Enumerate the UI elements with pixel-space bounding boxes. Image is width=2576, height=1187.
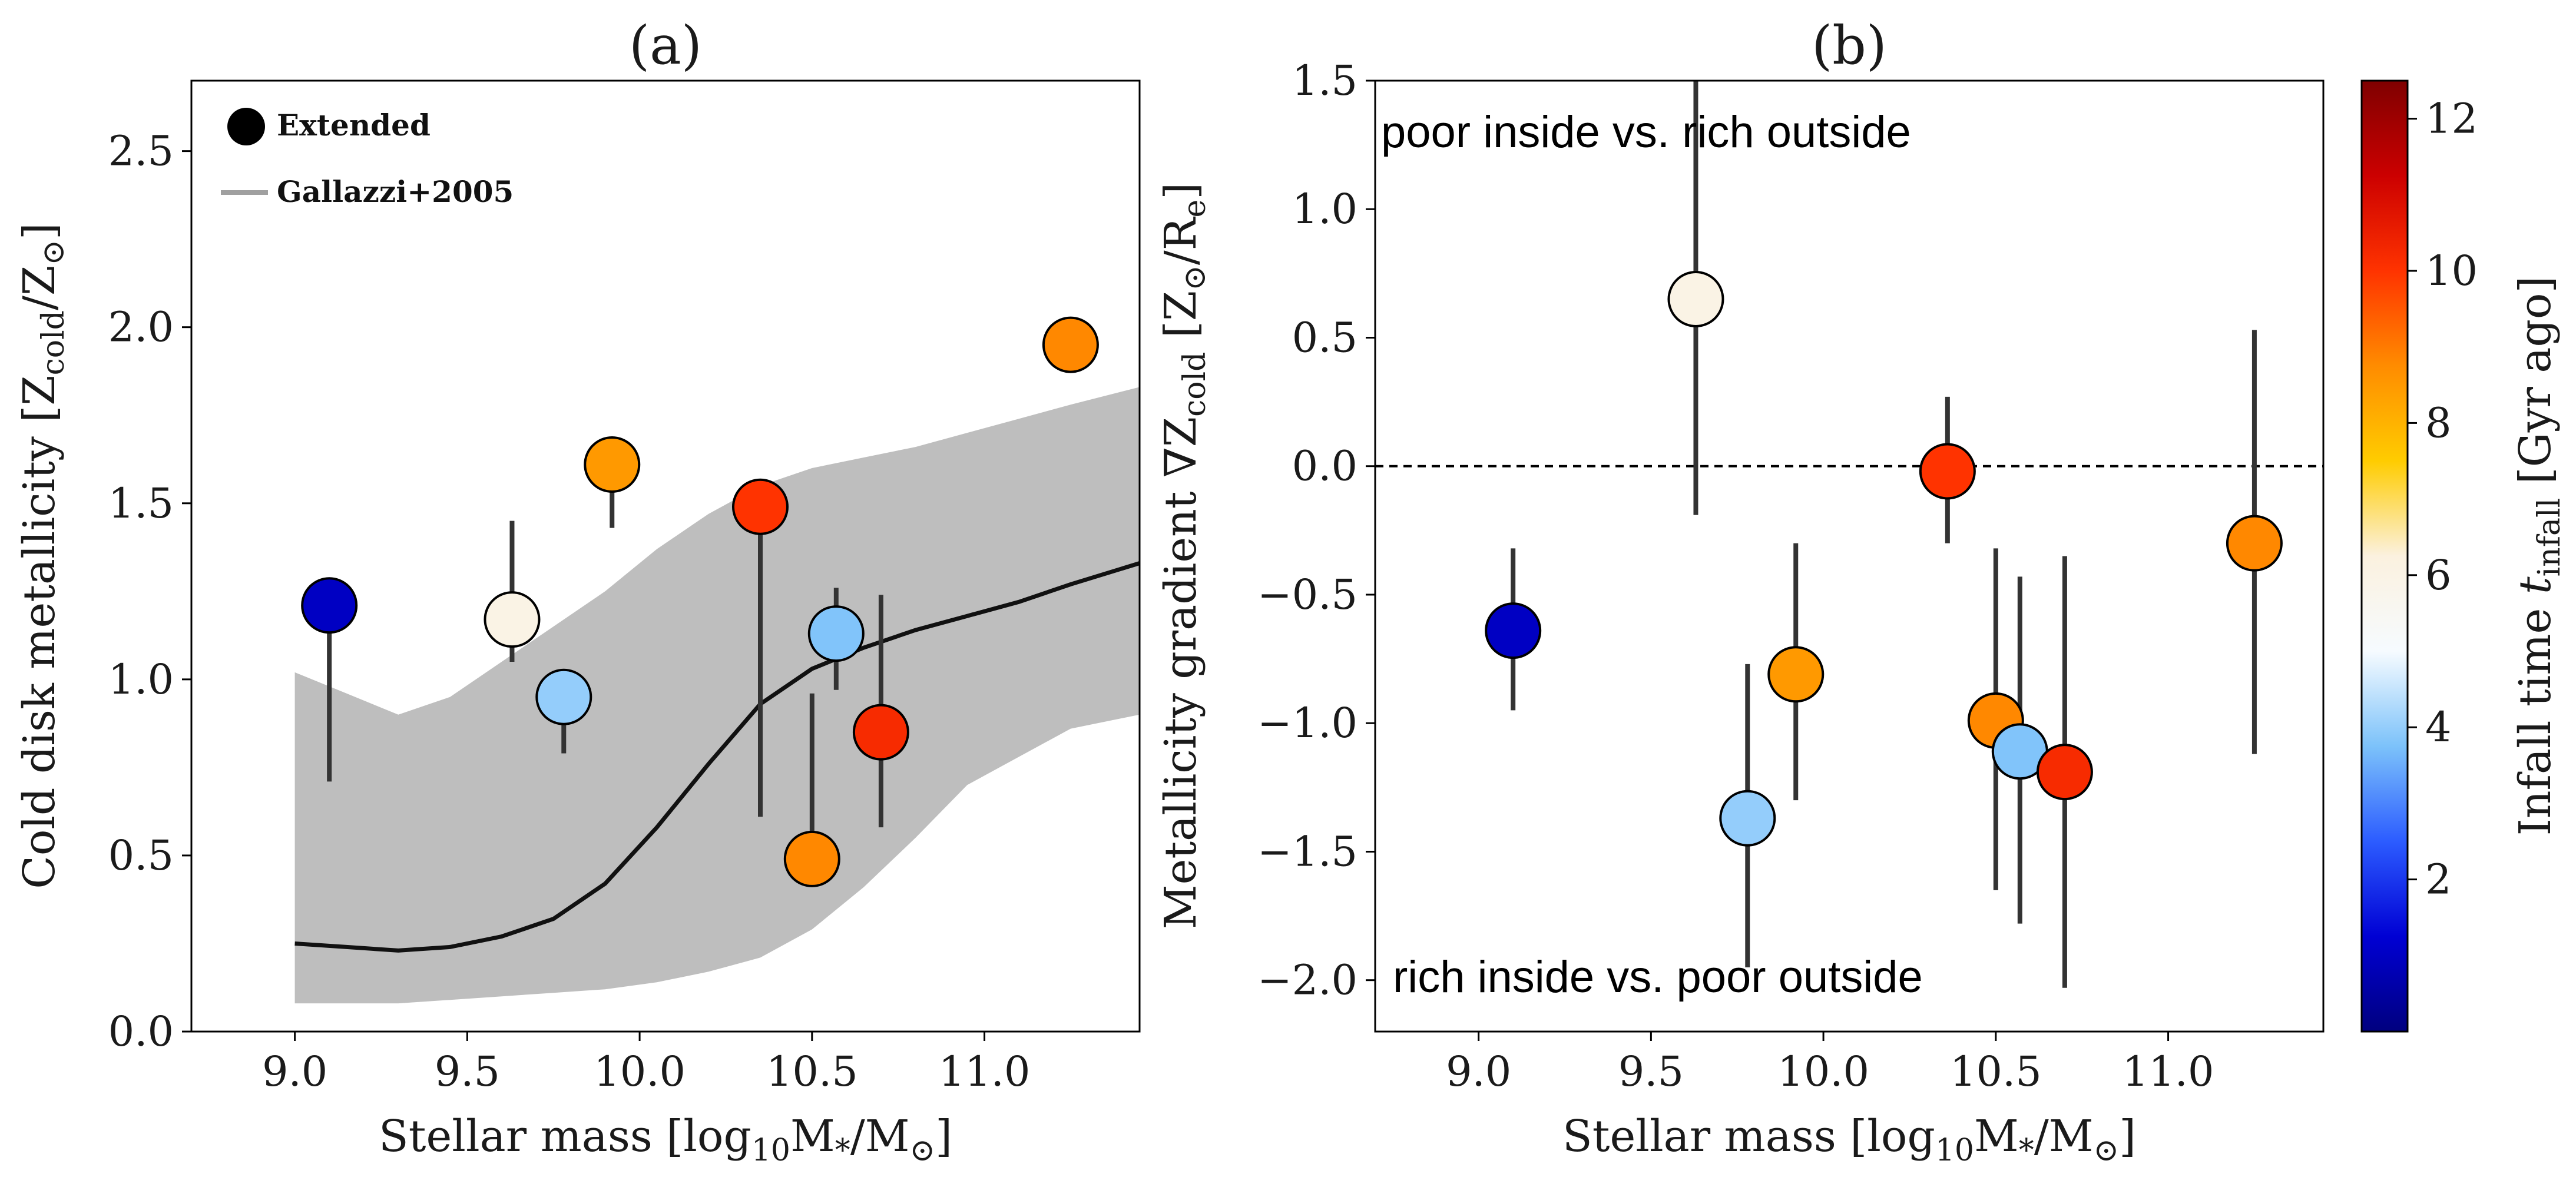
panel-a-points [301, 316, 1099, 887]
panel-b-data-point [1767, 646, 1825, 703]
legend-label-extended: Extended [277, 108, 431, 142]
panel-a-y-tick-label: 1.5 [108, 479, 174, 528]
panel-a-data-point [783, 830, 840, 887]
panel-b-points [1485, 81, 2283, 988]
panel-a-data-point [732, 478, 789, 535]
panel-a-y-tick-label: 0.0 [108, 1007, 174, 1056]
panel-a-data-point [852, 704, 909, 761]
panel-a-data-point [535, 668, 592, 725]
panel-a-x-tick-label: 10.0 [594, 1047, 686, 1096]
panel-b-y-tick-label: −2.0 [1257, 956, 1357, 1004]
panel-a-frame [190, 79, 1141, 1033]
panel-b-y-ticks: 1.5 1.0 0.5 0.0 −0.5 −1.0 −1.5 −2.0 [1257, 57, 1375, 1004]
gallazzi-band [294, 387, 1140, 1004]
colorbar-ticks: 2 4 6 8 10 12 [2408, 95, 2478, 904]
colorbar-gradient [2360, 79, 2409, 1033]
panel-a-y-axis-label: Cold disk metallicity [Zcold/Z⊙] [14, 223, 71, 889]
panel-b-title: (b) [1812, 15, 1887, 77]
legend: Extended Gallazzi+2005 [221, 108, 514, 209]
panel-a-y-tick-label: 2.0 [108, 303, 174, 352]
panel-b-frame [1374, 79, 2325, 1033]
panel-b-data-point [1485, 602, 1542, 659]
panel-b-data-point [2036, 744, 2093, 801]
colorbar: 2 4 6 8 10 12 Infall time tinfall [Gyr ago] [2360, 79, 2567, 1033]
gallazzi-median-layer [294, 561, 1141, 953]
panel-b-x-tick-label: 10.5 [1950, 1047, 2042, 1096]
panel-b-y-tick-label: 1.5 [1292, 57, 1357, 105]
panel-a-data-point [807, 605, 865, 662]
panel-a-data-point [584, 436, 641, 493]
legend-marker-extended [227, 108, 265, 145]
panel-a-y-tick-label: 0.5 [108, 831, 174, 880]
colorbar-tick-label: 10 [2425, 247, 2478, 295]
colorbar-tick-label: 6 [2425, 551, 2452, 599]
panel-b: (b) 9.0 9.5 10.0 10.5 11.0 1.5 1.0 0.5 0.0 −0.5 −… [1155, 15, 2325, 1168]
annotation-rich-inside: rich inside vs. poor outside [1393, 952, 1923, 1002]
panel-b-x-tick-label: 9.0 [1446, 1047, 1511, 1096]
panel-b-data-point [1667, 271, 1724, 328]
panel-a-data-point [484, 591, 541, 648]
panel-b-y-tick-label: 0.5 [1292, 313, 1357, 362]
panel-a-x-tick-label: 9.5 [435, 1047, 500, 1096]
panel-a-data-point [1042, 316, 1099, 373]
panel-b-data-point [2226, 515, 2283, 572]
colorbar-tick-label: 12 [2425, 95, 2478, 143]
panel-a-y-ticks: 0.0 0.5 1.0 1.5 2.0 2.5 [108, 127, 191, 1056]
panel-b-x-tick-label: 9.5 [1618, 1047, 1684, 1096]
panel-b-y-tick-label: −1.0 [1257, 699, 1357, 747]
panel-a-y-tick-label: 1.0 [108, 655, 174, 704]
colorbar-label: Infall time tinfall [Gyr ago] [2510, 276, 2567, 836]
panel-a-x-tick-label: 11.0 [939, 1047, 1031, 1096]
panel-a-x-tick-label: 9.0 [262, 1047, 327, 1096]
gallazzi-band-layer [294, 387, 1140, 1004]
panel-b-y-tick-label: −1.5 [1257, 827, 1357, 876]
panel-b-x-axis-label: Stellar mass [log10M*/M⊙] [1562, 1111, 2136, 1168]
panel-a-x-tick-label: 10.5 [766, 1047, 858, 1096]
panel-a-x-ticks: 9.0 9.5 10.0 10.5 11.0 [262, 1032, 1031, 1096]
panel-b-x-ticks: 9.0 9.5 10.0 10.5 11.0 [1446, 1032, 2214, 1096]
panel-b-data-point [1719, 790, 1776, 847]
panel-b-y-axis-label: Metallicity gradient ∇Zcold [Z⊙/Re] [1155, 183, 1213, 929]
panel-a-x-axis-label: Stellar mass [log10M*/M⊙] [379, 1111, 952, 1168]
colorbar-tick-label: 4 [2425, 703, 2452, 751]
annotation-poor-inside: poor inside vs. rich outside [1381, 107, 1911, 157]
panel-b-x-tick-label: 10.0 [1777, 1047, 1869, 1096]
panel-a-y-tick-label: 2.5 [108, 127, 174, 175]
panel-b-x-tick-label: 11.0 [2123, 1047, 2214, 1096]
panel-b-data-point [1919, 443, 1976, 500]
gallazzi-median-line [294, 561, 1141, 953]
panel-b-y-tick-label: −0.5 [1257, 571, 1357, 619]
panel-a-data-point [301, 577, 358, 634]
panel-b-y-tick-label: 0.0 [1292, 442, 1357, 490]
colorbar-tick-label: 8 [2425, 399, 2452, 447]
panel-b-y-tick-label: 1.0 [1292, 185, 1357, 233]
panel-a-title: (a) [629, 15, 702, 77]
panel-a: (a) 9.0 9.5 10.0 10.5 11.0 0.0 0.5 1.0 1.5 2.0 2.… [14, 15, 1141, 1168]
colorbar-tick-label: 2 [2425, 856, 2452, 904]
legend-label-gallazzi: Gallazzi+2005 [277, 174, 514, 209]
